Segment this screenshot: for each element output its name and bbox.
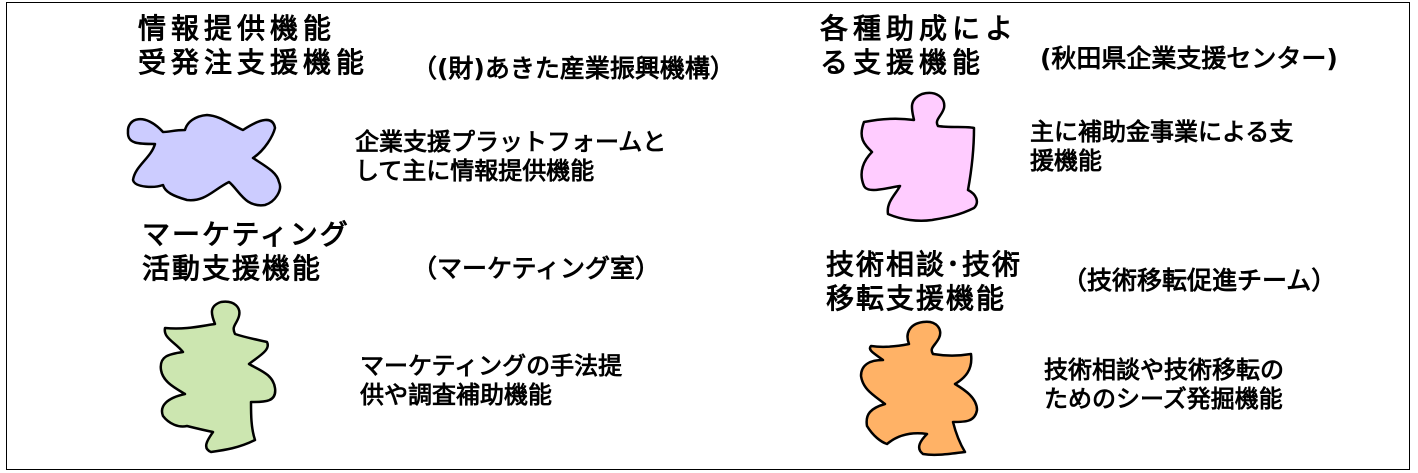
block-description-line: マーケティングの手法提 xyxy=(360,352,623,380)
puzzle-piece-icon xyxy=(155,298,285,458)
block-title-line: マーケティング xyxy=(142,218,350,251)
block-description-line: ためのシーズ発掘機能 xyxy=(1044,385,1283,414)
block-title-line: る支援機能 xyxy=(820,46,986,80)
block-title: 情報提供機能 受発注支援機能 xyxy=(138,12,369,80)
puzzle-piece-shape xyxy=(126,113,282,207)
block-title-line: 情報提供機能 xyxy=(138,12,337,45)
block-title: 技術相談･技術 移転支援機能 xyxy=(826,248,1022,316)
block-title-line: 移転支援機能 xyxy=(826,282,1007,316)
puzzle-piece-shape xyxy=(859,320,979,457)
block-title: 各種助成によ る支援機能 xyxy=(820,12,1018,80)
puzzle-piece-icon xyxy=(125,110,305,210)
block-description: 企業支援プラットフォームと して主に情報提供機能 xyxy=(355,128,666,187)
block-description: マーケティングの手法提 供や調査補助機能 xyxy=(360,352,622,411)
block-title-line: 技術相談･技術 xyxy=(826,248,1023,281)
block-title: マーケティング 活動支援機能 xyxy=(142,218,350,286)
block-description-line: 援機能 xyxy=(1030,147,1102,176)
puzzle-piece-shape xyxy=(159,300,277,454)
block-description-line: 主に補助金事業による支 xyxy=(1030,118,1294,146)
block-description-line: して主に情報提供機能 xyxy=(355,157,595,186)
diagram-frame xyxy=(6,2,1410,470)
block-description-line: 技術相談や技術移転の xyxy=(1044,356,1284,384)
block-title-line: 受発注支援機能 xyxy=(138,46,370,80)
block-description-line: 企業支援プラットフォームと xyxy=(355,128,667,156)
block-description-line: 供や調査補助機能 xyxy=(360,381,552,410)
block-organization: (秋田県企業支援センター) xyxy=(1040,44,1338,73)
puzzle-piece-icon xyxy=(828,90,988,225)
block-organization: （技術移転促進チーム） xyxy=(1062,266,1337,295)
block-description: 主に補助金事業による支 援機能 xyxy=(1030,118,1293,177)
block-description: 技術相談や技術移転の ためのシーズ発掘機能 xyxy=(1044,356,1284,415)
puzzle-piece-shape xyxy=(860,91,979,222)
block-organization: （(財)あきた産業振興機構） xyxy=(412,54,735,83)
block-title-line: 各種助成によ xyxy=(820,12,1019,45)
puzzle-piece-icon xyxy=(855,318,985,458)
block-title-line: 活動支援機能 xyxy=(142,252,323,286)
block-organization: （マーケティング室） xyxy=(412,254,661,283)
